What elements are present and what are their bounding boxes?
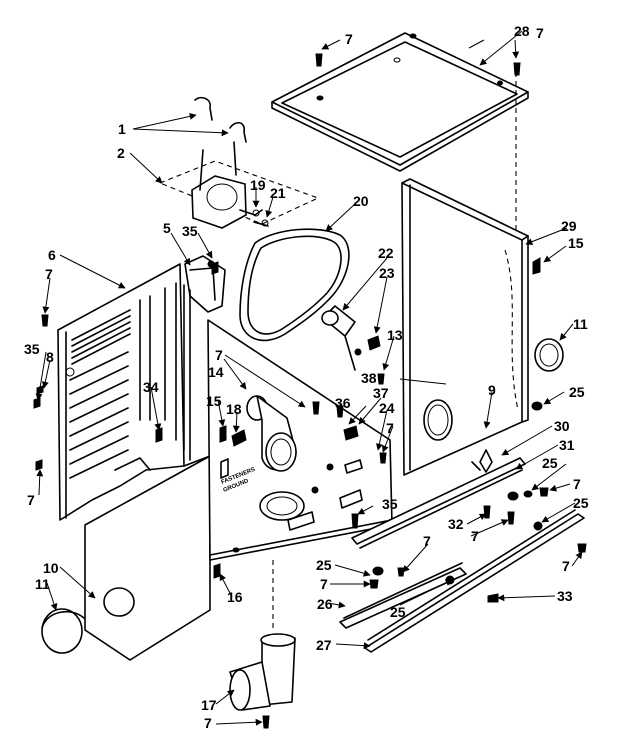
callout-31: 31 (559, 437, 575, 453)
callout-25b: 25 (542, 455, 558, 471)
fasteners (33, 53, 587, 729)
callout-37: 37 (373, 385, 389, 401)
bottom-rails (339, 449, 585, 653)
callout-33: 33 (557, 588, 573, 604)
callout-25d: 25 (316, 557, 332, 573)
idler-pulley (321, 305, 362, 371)
callout-7f: 7 (386, 420, 394, 436)
callout-15a: 15 (206, 393, 222, 409)
motor-mount-bracket (184, 255, 226, 313)
callout-23: 23 (379, 265, 395, 281)
base-cabinet (84, 319, 393, 661)
callout-7b: 7 (345, 31, 353, 47)
callout-20: 20 (353, 193, 369, 209)
callout-22: 22 (378, 245, 394, 261)
callout-24: 24 (379, 400, 395, 416)
callout-29: 29 (561, 218, 577, 234)
callout-8: 8 (46, 349, 54, 365)
callout-25a: 25 (569, 384, 585, 400)
callout-25e: 25 (390, 604, 406, 620)
leader-lines (35, 30, 583, 726)
blower-housing (246, 395, 297, 472)
callout-21: 21 (270, 185, 286, 201)
exhaust-duct (229, 560, 296, 711)
callout-7c: 7 (536, 25, 544, 41)
callout-7d: 7 (27, 492, 35, 508)
callout-10: 10 (43, 560, 59, 576)
callout-7a: 7 (45, 266, 53, 282)
callout-11a: 11 (35, 576, 50, 592)
callout-1: 1 (118, 121, 126, 137)
callout-32: 32 (448, 516, 464, 532)
rear-duct (531, 338, 564, 411)
callout-34: 34 (143, 379, 159, 395)
callout-9: 9 (488, 382, 496, 398)
callout-7k: 7 (204, 715, 212, 731)
front-duct-cover (41, 608, 85, 654)
callout-35a: 35 (182, 223, 198, 239)
callout-26: 26 (317, 596, 333, 612)
callout-35c: 35 (382, 496, 398, 512)
callout-16: 16 (227, 589, 243, 605)
callout-13: 13 (387, 327, 403, 343)
callout-15b: 15 (568, 235, 584, 251)
callout-7h: 7 (471, 528, 479, 544)
back-panel (401, 72, 529, 476)
callout-18: 18 (226, 401, 242, 417)
callout-27: 27 (316, 637, 332, 653)
callout-33b: 7 (562, 558, 570, 574)
callout-35b: 35 (24, 341, 40, 357)
motor-assembly (158, 96, 320, 229)
top-panel (271, 32, 529, 172)
callout-25c: 25 (573, 495, 589, 511)
callout-labels: 1 2 5 6 7 35 8 34 10 11 14 15 18 16 17 1… (35, 23, 588, 713)
callout-30: 30 (554, 418, 570, 434)
callout-28: 28 (514, 23, 530, 39)
callout-7j: 7 (320, 576, 328, 592)
front-panel (57, 263, 211, 521)
callout-19: 19 (250, 177, 266, 193)
callout-38: 38 (361, 370, 377, 386)
callout-7i: 7 (423, 533, 431, 549)
callout-7g: 7 (573, 476, 581, 492)
callout-36: 36 (335, 395, 351, 411)
callout-14: 14 (208, 364, 224, 380)
callout-11b: 11 (573, 316, 588, 332)
callout-5: 5 (163, 220, 171, 236)
callout-labels-repeated: 7 7 15 35 7 7 7 35 25 7 25 7 7 25 7 25 7… (24, 25, 589, 731)
callout-2: 2 (117, 145, 125, 161)
callout-7e: 7 (215, 347, 223, 363)
callout-6: 6 (48, 247, 56, 263)
callout-17: 17 (201, 697, 217, 713)
